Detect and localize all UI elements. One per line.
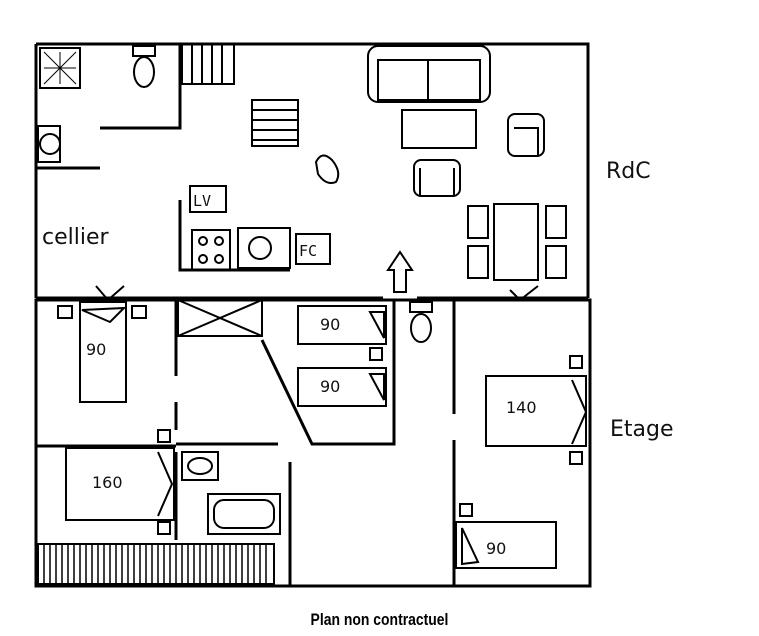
plan-caption: Plan non contractuel: [310, 610, 449, 629]
level-label-upper: Etage: [610, 417, 674, 442]
nightstand: [459, 503, 473, 517]
nightstand: [157, 521, 171, 535]
sink-icon: [237, 227, 291, 269]
nightstand: [569, 355, 583, 369]
shower-icon: [39, 47, 81, 89]
upper-floor: 90 90 90 160 140 90: [34, 298, 592, 588]
bed-single: 90: [79, 301, 127, 403]
nightstand: [157, 429, 171, 443]
dining-table: [467, 203, 567, 281]
coffee-table: [401, 109, 477, 149]
bed-double: 140: [485, 375, 588, 447]
toilet-icon: [409, 301, 433, 343]
toilet-icon: [132, 45, 156, 88]
bed-size-label: 90: [86, 340, 106, 359]
armchair-icon: [413, 159, 461, 197]
bed-single: 90: [455, 521, 557, 569]
bed-double: 160: [65, 447, 175, 521]
bed-single: 90: [297, 305, 387, 345]
bed-size-label: 90: [320, 315, 340, 334]
nightstand: [569, 451, 583, 465]
washbasin-icon: [181, 451, 219, 481]
bed-size-label: 160: [92, 473, 123, 492]
telephone-icon: [314, 154, 340, 184]
bed-size-label: 90: [486, 539, 506, 558]
stove: [295, 233, 331, 265]
nightstand: [369, 347, 383, 361]
nightstand: [57, 305, 73, 319]
kitchen: LV FC: [189, 185, 331, 271]
staircase: [181, 43, 299, 147]
storage-room-label: cellier: [42, 225, 110, 250]
bathtub-icon: [207, 493, 281, 535]
balcony-railing: [37, 543, 275, 585]
cooktop-icon: [191, 229, 231, 271]
nightstand: [131, 305, 147, 319]
bed-size-label: 90: [320, 377, 340, 396]
washbasin-icon: [37, 125, 61, 163]
ground-floor: LV FC cellier: [34, 42, 590, 302]
bed-size-label: 140: [506, 398, 537, 417]
bed-single: 90: [297, 367, 387, 407]
level-label-ground: RdC: [606, 159, 651, 184]
dishwasher-label: LV: [193, 192, 211, 210]
dishwasher: [189, 185, 227, 213]
armchair-icon: [507, 113, 545, 157]
sofa-icon: [367, 45, 491, 103]
entrance-arrow-icon: [386, 250, 414, 293]
stove-label: FC: [299, 242, 317, 260]
